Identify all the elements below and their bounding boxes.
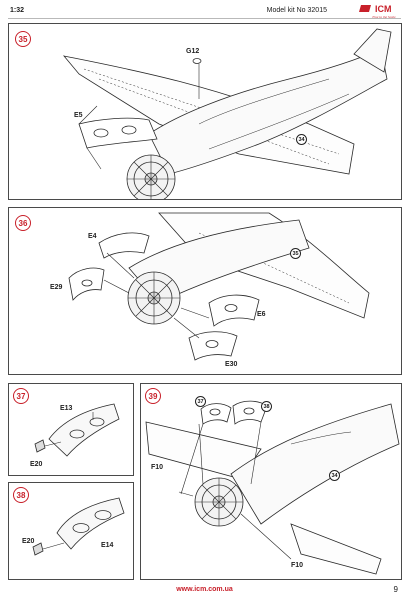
step-number-36: 36 [15,215,31,231]
step-ref-37: 37 [195,396,206,407]
step-36-panel: 36 E4 E29 E6 E30 35 [8,207,402,375]
scale-label: 1:32 [10,7,25,14]
part-label-e20: E20 [30,461,43,468]
part-label-e14: E14 [101,542,114,549]
step-number-38: 38 [13,487,29,503]
step-38-panel: 38 E20 E14 [8,482,134,580]
step-35-panel: 35 G12 E5 34 [8,23,402,200]
step-36-illustration [68,212,370,361]
step-37-panel: 37 E13 E20 [8,383,134,476]
icm-logo: ICM True to the Scale [339,3,397,20]
step-number-37: 37 [13,388,29,404]
header-divider [8,18,401,19]
part-label-e5: E5 [74,112,83,119]
step-39-panel: 39 37 38 34 F10 F10 [140,383,402,580]
part-label-e29: E29 [50,284,63,291]
part-label-g12: G12 [186,48,200,55]
step-38-illustration [32,497,125,556]
page-number: 9 [393,585,398,594]
step-39-illustration [145,400,400,575]
part-label-e4: E4 [88,233,97,240]
part-label-e13: E13 [60,405,73,412]
logo-tagline: True to the Scale [372,15,396,19]
part-label-e20-b: E20 [22,538,35,545]
step-ref-38: 38 [261,401,272,412]
model-kit-number: Model kit No 32015 [266,7,327,14]
step-ref-34: 34 [296,134,307,145]
part-label-f10-bottom: F10 [291,562,304,569]
step-ref-34-b: 34 [329,470,340,481]
part-label-f10-left: F10 [151,464,164,471]
logo-brand: ICM [375,4,392,14]
step-number-39: 39 [145,388,161,404]
part-label-e6: E6 [257,311,266,318]
step-ref-35: 35 [290,248,301,259]
step-number-35: 35 [15,31,31,47]
part-label-e30: E30 [225,361,238,368]
footer-website: www.icm.com.ua [176,586,233,593]
step-37-illustration [34,403,120,457]
step-35-illustration [62,28,392,199]
